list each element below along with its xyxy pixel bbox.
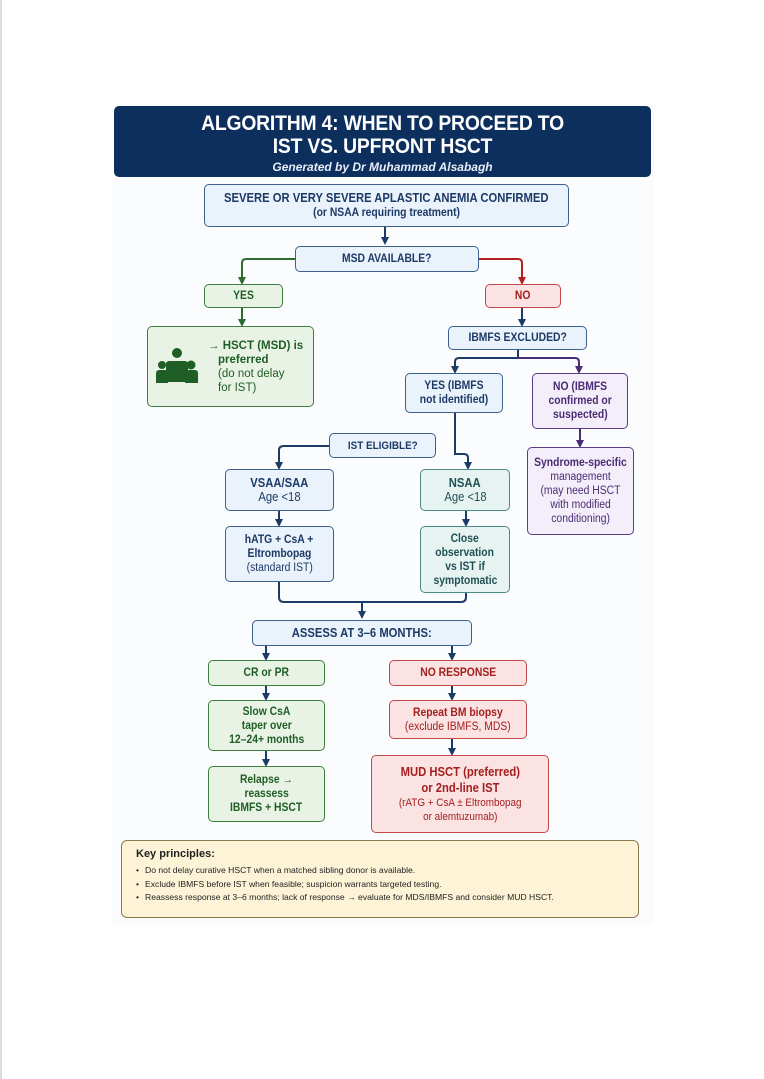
node-msd-no: NO: [485, 284, 561, 308]
hsct-msd-line-3: (do not delay: [218, 367, 285, 380]
start-line-2: (or NSAA requiring treatment): [313, 207, 460, 219]
observation-line-2: observation: [435, 546, 495, 559]
biopsy-line-2: (exclude IBMFS, MDS): [405, 720, 511, 733]
title-line-2: IST VS. UPFRONT HSCT: [272, 135, 493, 158]
mud-line-2: or 2nd-line IST: [420, 781, 500, 795]
node-biopsy: Repeat BM biopsy (exclude IBMFS, MDS): [389, 700, 527, 739]
relapse-line-2: reassess: [244, 788, 289, 800]
node-vsaa: VSAA/SAA Age <18: [225, 469, 334, 511]
relapse-line-1: Relapse →: [240, 774, 293, 786]
nsaa-line-1: NSAA: [449, 476, 481, 490]
arrow-ibmfsyes-to-nsaa: [454, 412, 472, 470]
key-principle-item: Exclude IBMFS before IST when feasible; …: [136, 878, 628, 892]
taper-line-1: Slow CsA: [242, 705, 291, 718]
node-ibmfs-yes: YES (IBMFS not identified): [405, 373, 503, 413]
merge-line: [278, 581, 467, 603]
node-msd-question: MSD AVAILABLE?: [295, 246, 479, 272]
taper-line-3: 12–24+ months: [228, 733, 305, 746]
node-relapse: Relapse → reassess IBMFS + HSCT: [208, 766, 325, 822]
node-ibmfs-question: IBMFS EXCLUDED?: [448, 326, 587, 350]
observation-line-4: symptomatic: [433, 574, 497, 587]
msd-question-label: MSD AVAILABLE?: [342, 253, 432, 265]
biopsy-line-1: Repeat BM biopsy: [413, 706, 503, 719]
syndrome-line-4: with modified: [550, 499, 611, 511]
ist-question-label: IST ELIGIBLE?: [347, 439, 418, 452]
arrow-ibmfs-to-no: [518, 357, 583, 374]
hatg-line-2: Eltrombopag: [247, 548, 312, 560]
node-start: SEVERE OR VERY SEVERE APLASTIC ANEMIA CO…: [204, 184, 569, 227]
node-no-response: NO RESPONSE: [389, 660, 527, 686]
node-taper: Slow CsA taper over 12–24+ months: [208, 700, 325, 751]
arrow-msd-to-yes: [238, 258, 295, 285]
no-response-label: NO RESPONSE: [420, 667, 496, 679]
ibmfs-no-line-1: NO (IBMFS: [552, 381, 608, 393]
ibmfs-yes-line-1: YES (IBMFS: [424, 380, 484, 392]
node-syndrome: Syndrome-specific management (may need H…: [527, 447, 634, 535]
observation-line-1: Close: [450, 532, 480, 545]
node-ist-question: IST ELIGIBLE?: [329, 433, 436, 458]
hatg-line-1: hATG + CsA +: [245, 534, 314, 546]
msd-yes-label: YES: [233, 290, 254, 302]
node-msd-yes: YES: [204, 284, 283, 308]
relapse-line-3: IBMFS + HSCT: [230, 802, 303, 814]
syndrome-line-1: Syndrome-specific: [534, 457, 627, 469]
start-line-1: SEVERE OR VERY SEVERE APLASTIC ANEMIA CO…: [224, 191, 549, 205]
hsct-msd-line-1: → HSCT (MSD) is: [208, 339, 304, 352]
key-principles-title: Key principles:: [136, 848, 215, 860]
node-cr-pr: CR or PR: [208, 660, 325, 686]
node-hsct-msd: → HSCT (MSD) is preferred (do not delay …: [147, 326, 314, 407]
vsaa-line-1: VSAA/SAA: [250, 476, 309, 490]
key-principle-item: Do not delay curative HSCT when a matche…: [136, 864, 628, 878]
arrow-ibmfs-to-yes: [451, 349, 519, 374]
title-line-1: ALGORITHM 4: WHEN TO PROCEED TO: [201, 112, 564, 135]
node-observation: Close observation vs IST if symptomatic: [420, 526, 510, 593]
syndrome-line-5: conditioning): [551, 513, 610, 525]
hsct-msd-line-2: preferred: [218, 353, 269, 366]
node-ibmfs-no: NO (IBMFS confirmed or suspected): [532, 373, 628, 429]
nsaa-line-2: Age <18: [443, 490, 487, 504]
msd-no-label: NO: [515, 290, 531, 302]
title-banner: ALGORITHM 4: WHEN TO PROCEED TO IST VS. …: [114, 106, 651, 177]
page-edge: [0, 0, 2, 1079]
vsaa-line-2: Age <18: [258, 490, 301, 504]
mud-line-3: (rATG + CsA ± Eltrombopag: [398, 797, 522, 809]
syndrome-line-3: (may need HSCT: [540, 485, 621, 497]
assess-label: ASSESS AT 3–6 MONTHS:: [291, 626, 433, 640]
key-principle-item: Reassess response at 3–6 months; lack of…: [136, 891, 628, 905]
hsct-msd-line-4: for IST): [218, 381, 257, 394]
node-nsaa: NSAA Age <18: [420, 469, 510, 511]
title: ALGORITHM 4: WHEN TO PROCEED TO IST VS. …: [135, 106, 629, 158]
ibmfs-no-line-3: suspected): [552, 409, 608, 421]
arrow-msd-to-no: [478, 258, 526, 285]
node-hatg: hATG + CsA + Eltrombopag (standard IST): [225, 526, 334, 582]
mud-line-4: or alemtuzumab): [422, 811, 498, 823]
taper-line-2: taper over: [241, 719, 292, 732]
syndrome-line-2: management: [550, 471, 611, 483]
family-icon: [156, 347, 198, 383]
arrow-ist-to-vsaa: [275, 445, 329, 470]
observation-line-3: vs IST if: [445, 560, 485, 573]
node-assess: ASSESS AT 3–6 MONTHS:: [252, 620, 472, 646]
ibmfs-no-line-2: confirmed or: [548, 395, 612, 407]
cr-pr-label: CR or PR: [243, 667, 290, 679]
node-mud: MUD HSCT (preferred) or 2nd-line IST (rA…: [371, 755, 549, 833]
ibmfs-yes-line-2: not identified): [419, 394, 489, 406]
hsct-msd-text: → HSCT (MSD) is preferred (do not delay …: [208, 339, 303, 395]
key-principles-box: Key principles: Do not delay curative HS…: [121, 840, 639, 918]
ibmfs-question-label: IBMFS EXCLUDED?: [468, 332, 567, 344]
subtitle: Generated by Dr Muhammad Alsabagh: [272, 160, 493, 174]
mud-line-1: MUD HSCT (preferred): [400, 765, 520, 779]
hatg-line-3: (standard IST): [246, 562, 313, 574]
